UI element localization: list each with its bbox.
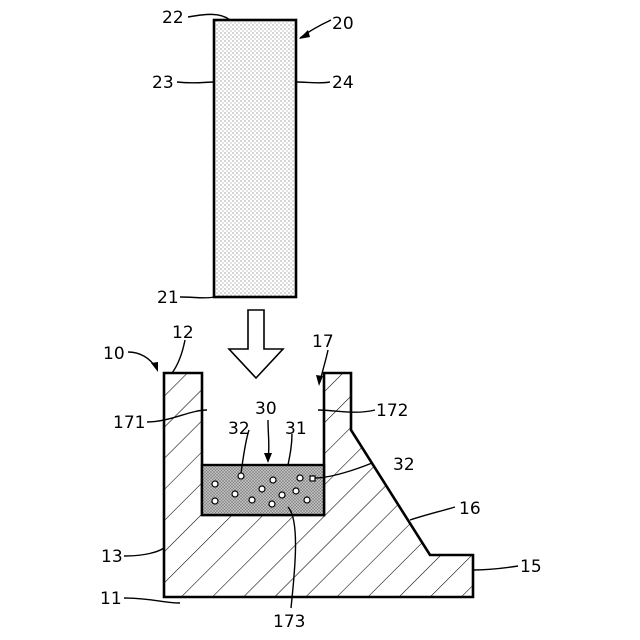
label-11: 11 [100,589,122,609]
label-22: 22 [162,8,184,28]
label-21: 21 [157,288,179,308]
label-171: 171 [113,413,145,433]
label-32-left: 32 [228,419,250,439]
label-15: 15 [520,557,542,577]
label-10: 10 [103,344,125,364]
label-20: 20 [332,14,354,34]
label-17: 17 [312,332,334,352]
label-23: 23 [152,73,174,93]
label-16: 16 [459,499,481,519]
label-24: 24 [332,73,354,93]
label-12: 12 [172,323,194,343]
label-32-right: 32 [393,455,415,475]
label-30: 30 [255,399,277,419]
label-172: 172 [376,401,408,421]
label-13: 13 [101,547,123,567]
downward-arrow-icon [229,310,283,378]
label-31: 31 [285,419,307,439]
block-20 [214,20,296,297]
label-173: 173 [273,612,305,632]
